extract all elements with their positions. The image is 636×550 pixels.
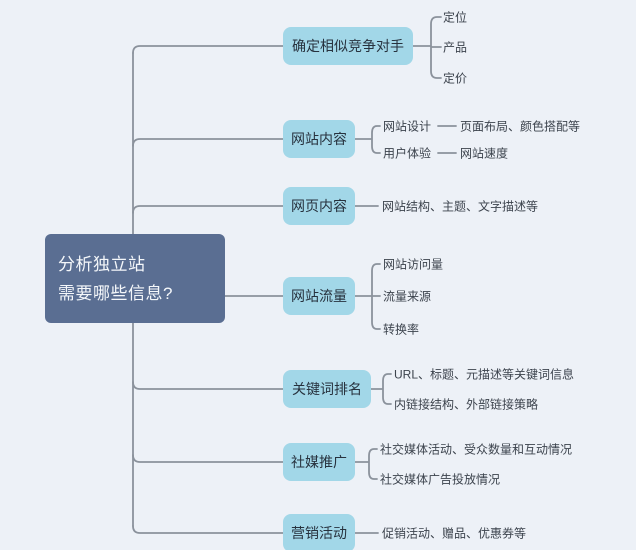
child-node-user-experience[interactable]: 用户体验 xyxy=(383,146,432,161)
child-node-site-structure[interactable]: 网站结构、主题、文字描述等 xyxy=(382,199,539,214)
bracket-branch-6 xyxy=(354,448,378,480)
branch-node-keyword-ranking[interactable]: 关键词排名 xyxy=(283,370,371,408)
child-node-social-activity[interactable]: 社交媒体活动、受众数量和互动情况 xyxy=(380,442,573,457)
branch-line-5 xyxy=(132,381,284,390)
child-node-product[interactable]: 产品 xyxy=(443,40,468,55)
child-node-pricing[interactable]: 定价 xyxy=(443,71,468,86)
root-node-line2: 需要哪些信息? xyxy=(58,283,173,303)
child-node-promotions[interactable]: 促销活动、赠品、优惠券等 xyxy=(382,526,527,541)
bracket-branch-4 xyxy=(354,263,381,330)
branch-line-3 xyxy=(132,205,284,214)
branch-node-marketing[interactable]: 营销活动 xyxy=(283,514,355,550)
root-node-line1: 分析独立站 xyxy=(58,254,146,274)
branch-node-page-content[interactable]: 网页内容 xyxy=(283,187,355,225)
branch-line-1 xyxy=(132,45,284,54)
branch-line-7 xyxy=(132,525,291,534)
child-node-site-speed[interactable]: 网站速度 xyxy=(460,146,509,161)
child-node-keyword-info[interactable]: URL、标题、元描述等关键词信息 xyxy=(394,367,575,382)
bracket-branch-2 xyxy=(354,125,381,154)
child-node-link-strategy[interactable]: 内链接结构、外部链接策略 xyxy=(394,397,539,412)
child-node-positioning[interactable]: 定位 xyxy=(443,10,468,25)
child-node-conversion-rate[interactable]: 转换率 xyxy=(383,322,420,337)
child-node-page-layout[interactable]: 页面布局、颜色搭配等 xyxy=(460,119,581,134)
root-node[interactable]: 分析独立站 需要哪些信息? xyxy=(45,234,225,323)
child-node-traffic-source[interactable]: 流量来源 xyxy=(383,289,432,304)
bracket-branch-5 xyxy=(370,373,392,405)
child-node-site-visits[interactable]: 网站访问量 xyxy=(383,257,444,272)
branch-line-2 xyxy=(132,138,284,147)
branch-node-traffic[interactable]: 网站流量 xyxy=(283,277,355,315)
branch-node-website-content[interactable]: 网站内容 xyxy=(283,120,355,158)
branch-node-competitors[interactable]: 确定相似竞争对手 xyxy=(283,27,413,65)
branch-node-social-media[interactable]: 社媒推广 xyxy=(283,443,355,481)
child-node-social-ads[interactable]: 社交媒体广告投放情况 xyxy=(380,472,501,487)
bracket-branch-1 xyxy=(412,16,442,79)
child-node-website-design[interactable]: 网站设计 xyxy=(383,119,432,134)
branch-line-6 xyxy=(132,454,284,463)
